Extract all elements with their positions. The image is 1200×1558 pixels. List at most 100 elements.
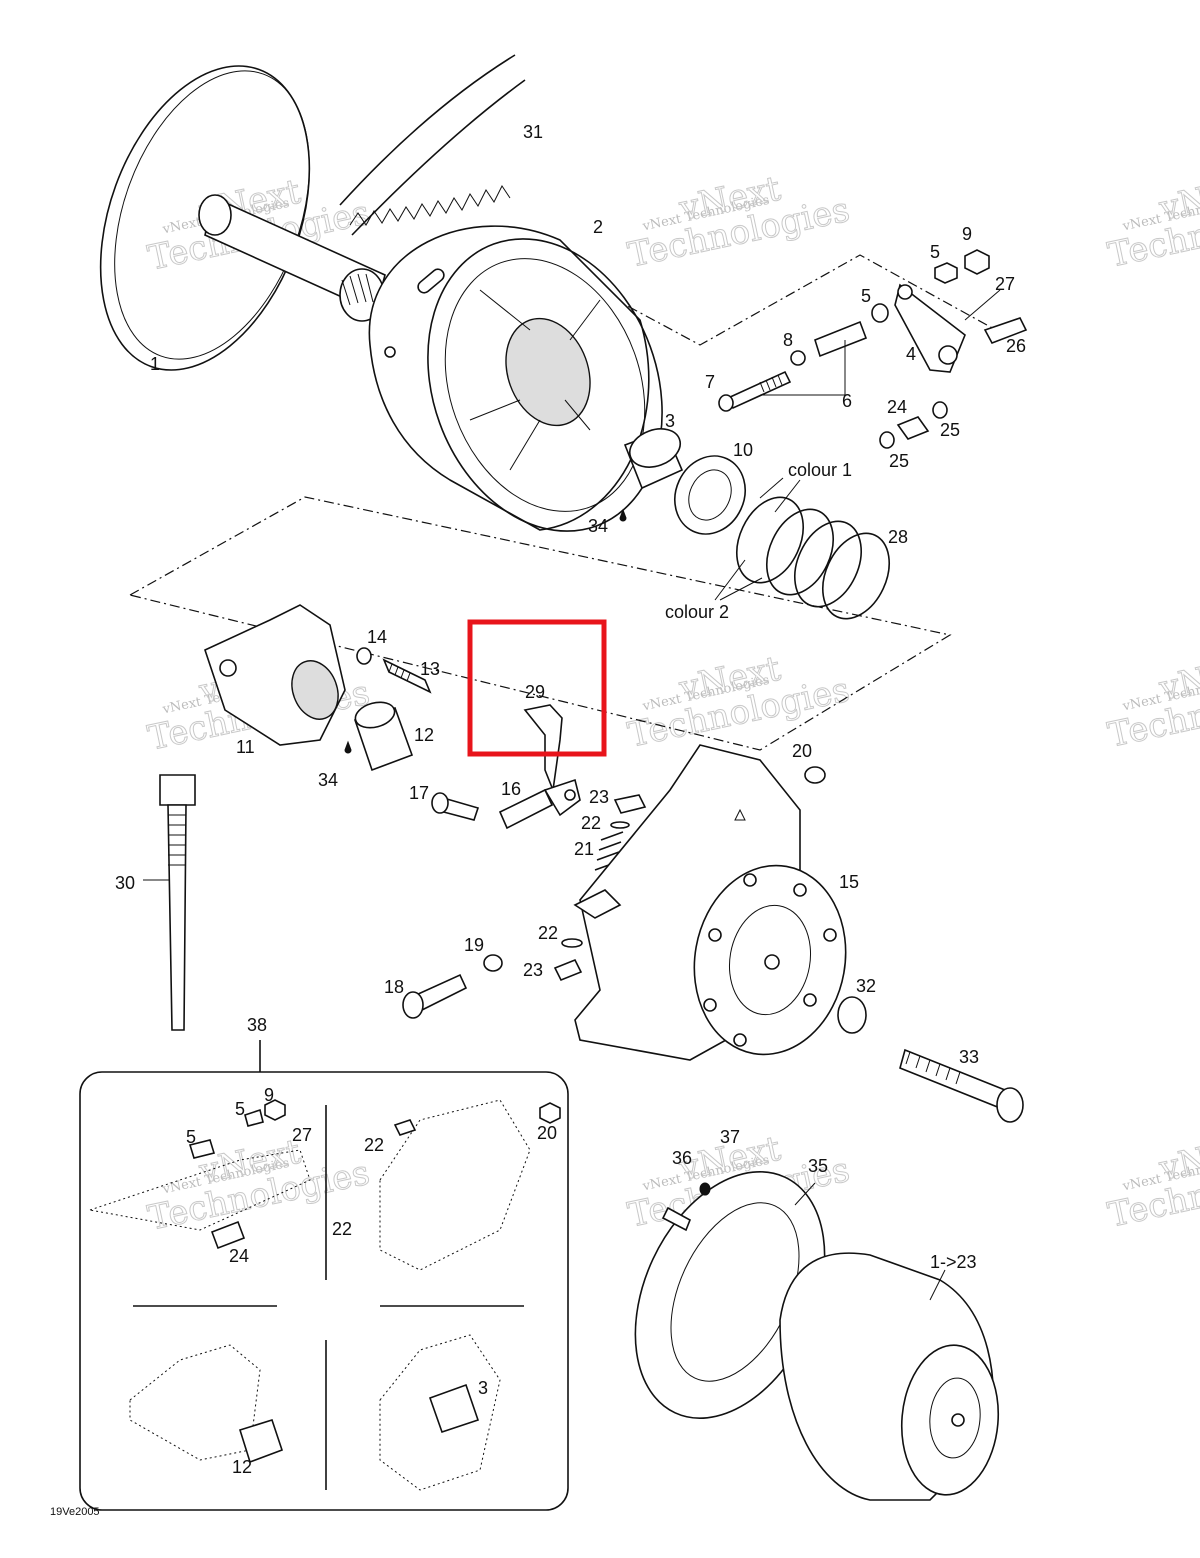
- label-part-19: 19: [464, 935, 484, 955]
- label-part-31: 31: [523, 122, 543, 142]
- left-middle-parts: [204, 604, 432, 772]
- label-part-29: 29: [525, 682, 545, 702]
- part-31-belt: [339, 54, 526, 236]
- label-part-13: 13: [420, 659, 440, 679]
- label-part-37: 37: [720, 1127, 740, 1147]
- part-number-labels: 1 31 2 9 5 27 5 4 26 8 7 6 24 25 25 3 10…: [50, 122, 1026, 1518]
- highlight-box-part-29: [467, 619, 607, 757]
- part-22-oring: [610, 821, 630, 829]
- label-part-26: 26: [1006, 336, 1026, 356]
- part-22-oring-2: [561, 938, 583, 948]
- label-part-11: 11: [236, 737, 255, 757]
- label-part-7: 7: [705, 372, 715, 392]
- label-part-8: 8: [783, 330, 793, 350]
- part-32-washer: [837, 996, 867, 1034]
- label-part-28: 28: [888, 527, 908, 547]
- label-part-12: 12: [414, 725, 434, 745]
- label-part-33: 33: [959, 1047, 979, 1067]
- part-13-screw: [382, 658, 432, 694]
- label-inset-5b: 5: [186, 1127, 196, 1147]
- label-colour-1: colour 1: [788, 460, 852, 480]
- part-15-spider: [573, 744, 847, 1061]
- assembly-frames: [129, 239, 1006, 751]
- part-25-washer: [879, 431, 895, 449]
- label-part-4: 4: [906, 344, 916, 364]
- label-inset-27: 27: [292, 1125, 312, 1145]
- part-23-cap: [613, 794, 647, 814]
- part-21-spring: [594, 831, 624, 871]
- label-part-23b: 23: [523, 960, 543, 980]
- label-part-2: 2: [593, 217, 603, 237]
- part-25-washer-2: [932, 401, 948, 419]
- part-10-washer: [674, 455, 746, 535]
- label-part-16: 16: [501, 779, 521, 799]
- label-part-14: 14: [367, 627, 387, 647]
- label-part-24: 24: [887, 397, 907, 417]
- label-part-27: 27: [995, 274, 1015, 294]
- label-part-9: 9: [962, 224, 972, 244]
- label-part-22b: 22: [538, 923, 558, 943]
- part-28-spring: [736, 496, 890, 620]
- label-part-21: 21: [574, 839, 594, 859]
- center-right-parts: [619, 428, 890, 620]
- label-inset-22b: 22: [332, 1219, 352, 1239]
- label-part-34: 34: [588, 516, 608, 536]
- label-part-25: 25: [940, 420, 960, 440]
- label-part-5: 5: [930, 242, 940, 262]
- label-part-10: 10: [733, 440, 753, 460]
- label-part-22: 22: [581, 813, 601, 833]
- label-part-23: 23: [589, 787, 609, 807]
- label-part-34b: 34: [318, 770, 338, 790]
- part-36-screw: [661, 1206, 692, 1232]
- bolts-right-and-left: [159, 774, 1024, 1123]
- part-33-bolt: [899, 1048, 1006, 1110]
- part-19-washer: [483, 954, 503, 972]
- part-5-washer-2: [871, 303, 889, 323]
- label-inset-24: 24: [229, 1246, 249, 1266]
- grease-drop-icon-2: [344, 740, 352, 754]
- upper-assembly-frame: [504, 239, 1006, 346]
- label-part-6: 6: [842, 391, 852, 411]
- middle-assembly-frame: [129, 496, 952, 751]
- part-23-cap-2: [553, 958, 583, 982]
- label-colour-2: colour 2: [665, 602, 729, 622]
- part-6-bushing: [814, 320, 868, 358]
- part-30-bolt: [159, 774, 196, 806]
- part-9-nut: [964, 249, 990, 275]
- label-part-3: 3: [665, 411, 675, 431]
- label-part-30: 30: [115, 873, 135, 893]
- label-part-35: 35: [808, 1156, 828, 1176]
- label-part-32: 32: [856, 976, 876, 996]
- part-26-roller: [983, 317, 1028, 344]
- drawing-code: 19Ve2005: [50, 1506, 100, 1518]
- label-part-15: 15: [839, 872, 859, 892]
- part-37-washer: [699, 1182, 711, 1196]
- pin-and-roller-parts: [402, 788, 647, 1019]
- label-part-25b: 25: [889, 451, 909, 471]
- label-part-5b: 5: [861, 286, 871, 306]
- label-inset-9: 9: [264, 1085, 274, 1105]
- part-16-pin: [498, 788, 554, 830]
- label-part-18: 18: [384, 977, 404, 997]
- part-5-washer: [934, 262, 958, 284]
- label-part-1: 1: [150, 354, 160, 374]
- label-inset-5: 5: [235, 1099, 245, 1119]
- part-20-nut: [804, 766, 826, 784]
- leader-lines: [143, 477, 946, 1301]
- grease-drop-icon: [619, 508, 627, 522]
- part-7-bolt: [726, 370, 792, 410]
- label-part-20: 20: [792, 741, 812, 761]
- part-29-flyweight: [523, 704, 581, 817]
- label-inset-20: 20: [537, 1123, 557, 1143]
- label-inset-22: 22: [364, 1135, 384, 1155]
- label-inset-3: 3: [478, 1378, 488, 1398]
- label-inset-12: 12: [232, 1457, 252, 1477]
- label-part-38: 38: [247, 1015, 267, 1035]
- label-part-36: 36: [672, 1148, 692, 1168]
- part-14-washer: [356, 647, 372, 665]
- inset-detail-box: [79, 1040, 569, 1511]
- part-24-bushing: [896, 416, 930, 440]
- upper-right-hardware: [718, 249, 1028, 449]
- bottom-right-assembly: [634, 1171, 1000, 1501]
